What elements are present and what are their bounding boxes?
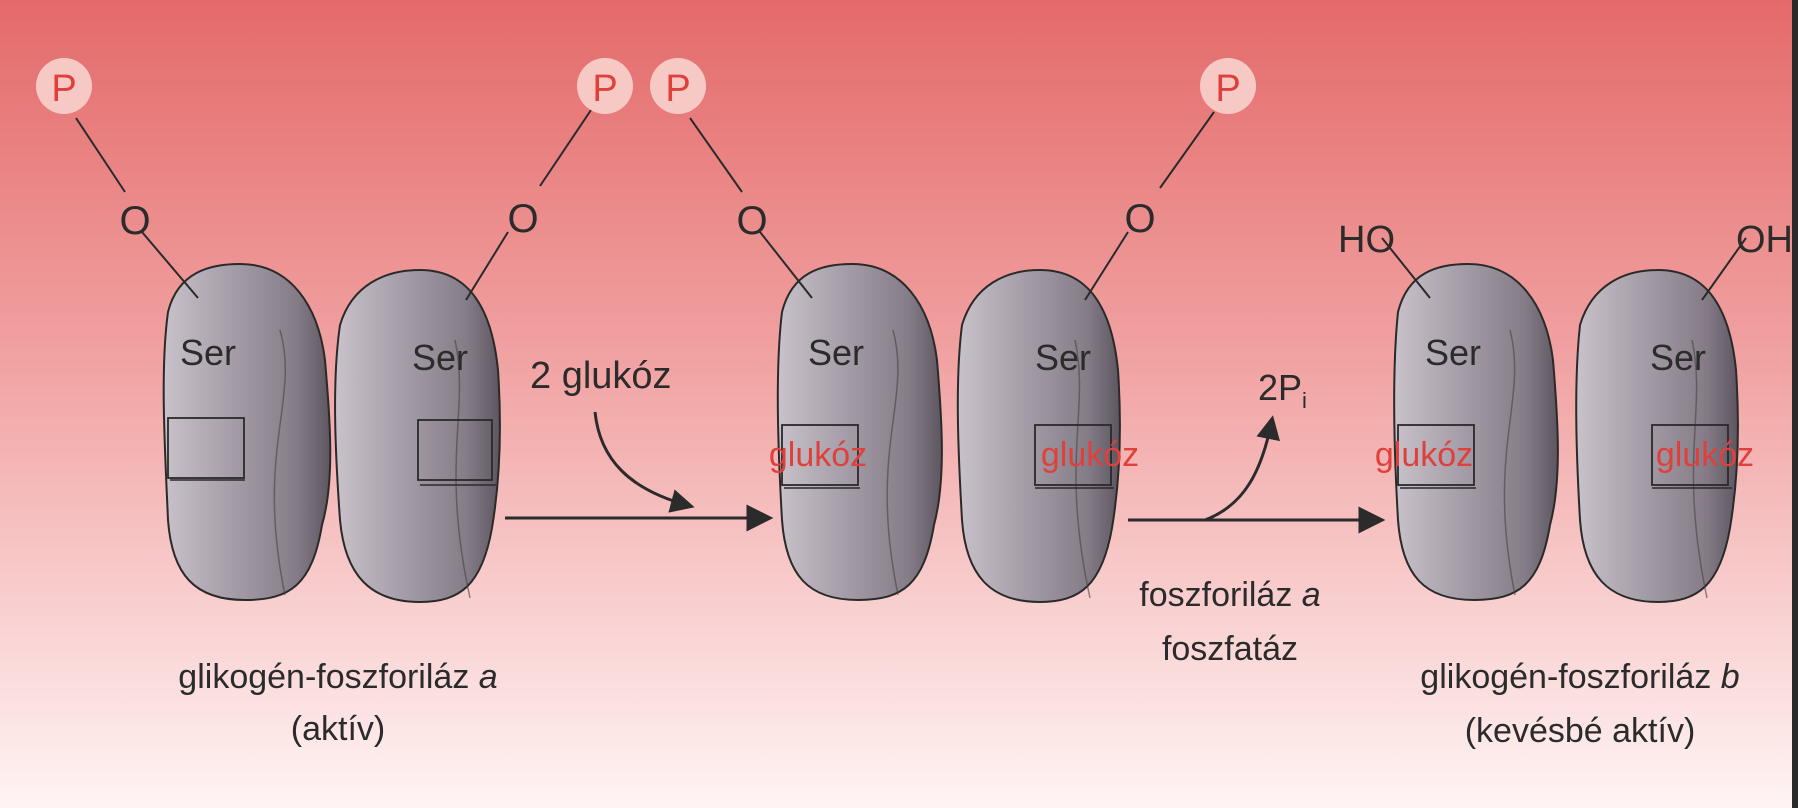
glucose-label: glukóz: [1375, 436, 1473, 474]
right-border: [1792, 0, 1798, 808]
ser-label: Ser: [180, 332, 236, 373]
phosphatase-line2: foszfatáz: [1162, 630, 1298, 668]
enzyme-a-state: (aktív): [291, 710, 385, 748]
glucose-label: glukóz: [1041, 436, 1139, 474]
ser-label: Ser: [1425, 332, 1481, 373]
ser-label: Ser: [808, 332, 864, 373]
oxygen-label: O: [736, 199, 767, 243]
glucose-label: glukóz: [769, 436, 867, 474]
subunit-a1-body: [164, 264, 331, 600]
enzyme-b-state: (kevésbé aktív): [1465, 712, 1696, 750]
oxygen-label: O: [119, 199, 150, 243]
subunit-b1-body: [778, 264, 942, 600]
ser-label: Ser: [1035, 337, 1091, 378]
glucose-added-label: 2 glukóz: [530, 355, 672, 397]
phosphatase-line1: foszforiláz a: [1139, 576, 1320, 614]
enzyme-a-caption: glikogén-foszforiláz a: [178, 658, 497, 696]
hydroxyl-label: OH: [1736, 219, 1793, 261]
phosphate-label: P: [1215, 68, 1240, 110]
glucose-label: glukóz: [1656, 436, 1754, 474]
oxygen-label: O: [1124, 197, 1155, 241]
phosphate-label: P: [665, 68, 690, 110]
hydroxyl-label: HO: [1338, 219, 1395, 261]
phosphate-release-label: 2Pi: [1258, 367, 1307, 413]
oxygen-label: O: [507, 197, 538, 241]
subunit-c1-body: [1394, 264, 1558, 600]
phosphate-label: P: [51, 68, 76, 110]
phosphate-label: P: [592, 68, 617, 110]
ser-label: Ser: [1650, 337, 1706, 378]
enzyme-b-caption: glikogén-foszforiláz b: [1420, 658, 1739, 696]
ser-label: Ser: [412, 337, 468, 378]
